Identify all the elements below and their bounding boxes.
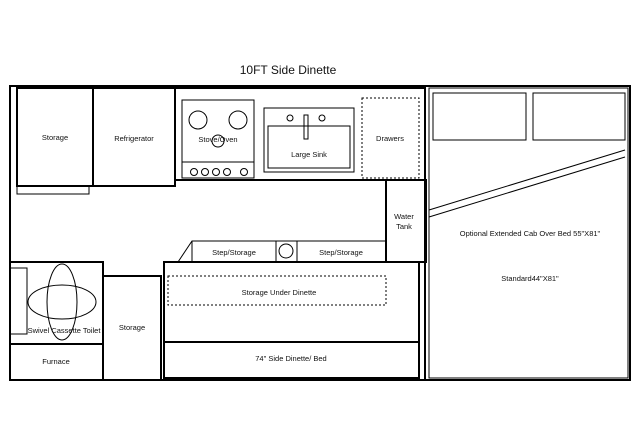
furnace-label: Furnace xyxy=(42,357,70,366)
step-icon xyxy=(278,243,294,259)
side-dinette-bed-label: 74" Side Dinette/ Bed xyxy=(255,354,326,363)
bathroom: Swivel Cassette Toilet xyxy=(9,261,104,345)
storage-bottom-label: Storage xyxy=(119,323,145,332)
knob-icon xyxy=(240,168,248,176)
storage-top-label: Storage xyxy=(42,133,68,142)
step-storage-left-label: Step/Storage xyxy=(212,248,256,257)
pillow xyxy=(432,92,527,141)
toilet-seat-icon xyxy=(46,263,78,341)
furnace: Furnace xyxy=(9,343,104,381)
faucet-icon xyxy=(303,114,309,140)
burner-icon xyxy=(188,110,208,130)
knob-icon xyxy=(201,168,209,176)
burner-icon xyxy=(211,134,225,148)
knob-icon xyxy=(223,168,231,176)
drawers: Drawers xyxy=(361,97,420,179)
stove-oven-label: Stove/Oven xyxy=(198,135,237,144)
storage-cabinet-bottom: Storage xyxy=(102,275,162,381)
water-tank: Water Tank xyxy=(385,179,427,263)
knob-icon xyxy=(212,168,220,176)
water-tank-label-line1: Water xyxy=(394,212,414,221)
faucet-handle-icon xyxy=(286,114,294,122)
cab-over-bed-standard-label: Standard44"X81" xyxy=(501,274,559,283)
storage-cabinet-top: Storage xyxy=(16,87,94,195)
side-dinette: Storage Under Dinette 74" Side Dinette/ … xyxy=(163,261,420,379)
stove-oven: Stove/Oven xyxy=(181,99,255,179)
outer-wall xyxy=(9,85,631,381)
large-sink-label: Large Sink xyxy=(291,150,327,159)
faucet-handle-icon xyxy=(318,114,326,122)
large-sink: Large Sink xyxy=(263,107,355,173)
water-tank-label-line2: Tank xyxy=(396,222,412,231)
step-storage: Step/Storage Step/Storage xyxy=(177,240,387,263)
swivel-cassette-toilet-label: Swivel Cassette Toilet xyxy=(28,326,102,335)
pillow xyxy=(532,92,626,141)
storage-under-dinette-label: Storage Under Dinette xyxy=(242,288,317,297)
toilet-icon xyxy=(27,284,97,320)
drawers-label: Drawers xyxy=(376,134,404,143)
step-storage-right-label: Step/Storage xyxy=(319,248,363,257)
refrigerator-label: Refrigerator xyxy=(114,134,154,143)
refrigerator: Refrigerator xyxy=(92,87,176,187)
burner-icon xyxy=(228,110,248,130)
plan-title: 10FT Side Dinette xyxy=(240,63,337,77)
cab-over-bed-optional-label: Optional Extended Cab Over Bed 55"X81" xyxy=(460,229,601,238)
knob-icon xyxy=(190,168,198,176)
cab-over-bed: Optional Extended Cab Over Bed 55"X81" S… xyxy=(424,87,629,380)
